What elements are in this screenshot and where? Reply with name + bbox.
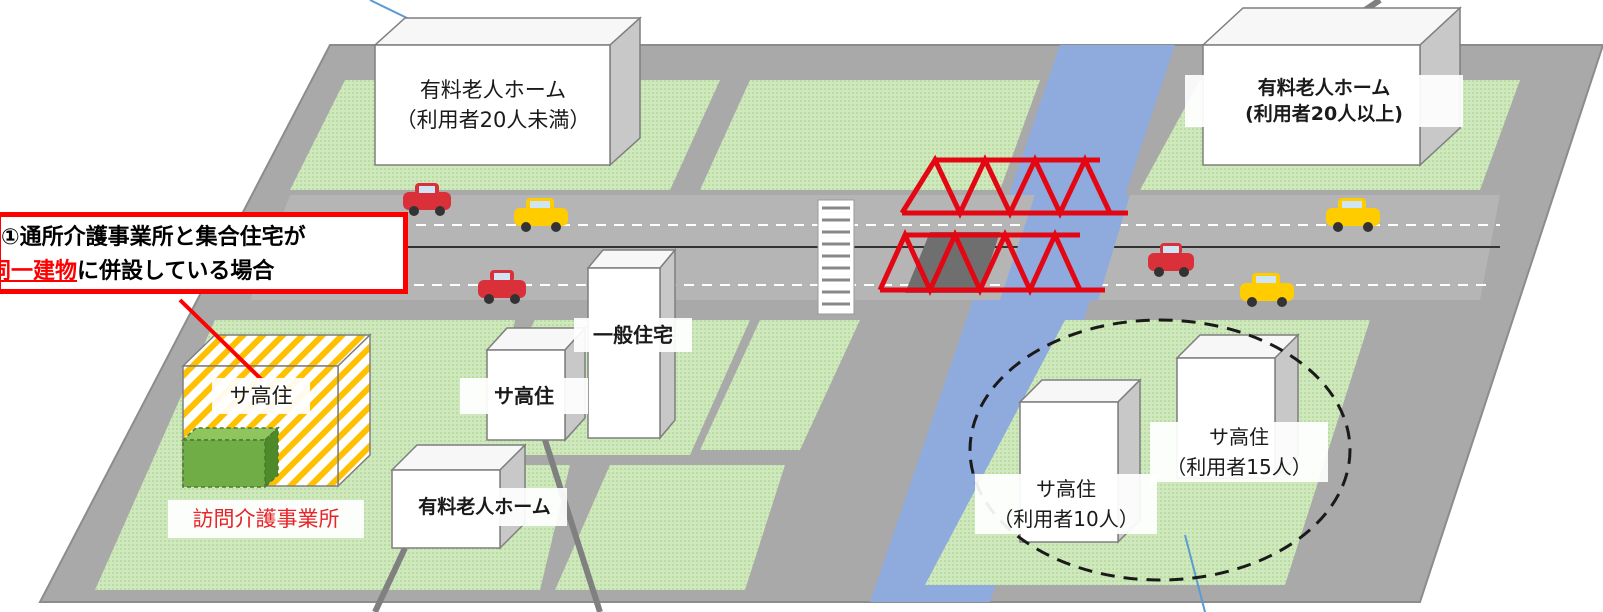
label-yuryo-large-line2: (利用者20人以上): [1245, 103, 1403, 125]
label-sakoju-10-line2: （利用者10人）: [993, 507, 1139, 531]
label-yuryo-center-text: 有料老人ホーム: [418, 496, 551, 518]
callout-line2: 同一建物に併設している場合: [1, 255, 403, 289]
car-yellow: [1240, 273, 1294, 307]
callout-box: ①通所介護事業所と集合住宅が 同一建物に併設している場合: [0, 212, 408, 294]
lot: [700, 320, 860, 450]
label-sakoju-10: サ高住 （利用者10人）: [975, 474, 1157, 534]
callout-line1: ①通所介護事業所と集合住宅が: [1, 225, 306, 250]
label-yuryo-small-line2: （利用者20人未満）: [395, 108, 591, 132]
bridge: [877, 154, 1128, 297]
lot: [555, 465, 785, 590]
label-yuryo-small-line1: 有料老人ホーム: [419, 78, 567, 102]
building-ippan-jutaku: [586, 247, 677, 441]
label-sakoju-15: サ高住 （利用者15人）: [1150, 422, 1328, 482]
crosswalk: [817, 199, 855, 315]
label-sakoju-hatched-text: サ高住: [229, 384, 293, 408]
callout-connector: [178, 298, 264, 382]
car-red: [1148, 243, 1194, 277]
label-houmon-kaigo-text: 訪問介護事業所: [192, 507, 340, 531]
group-circle: [968, 318, 1352, 582]
label-yuryo-large: 有料老人ホーム (利用者20人以上): [1185, 75, 1463, 127]
callout-highlight: 同一建物: [1, 259, 78, 284]
car-red: [403, 183, 451, 216]
label-yuryo-large-line1: 有料老人ホーム: [1257, 77, 1391, 99]
label-ippan-jutaku: 一般住宅: [574, 318, 692, 352]
label-houmon-kaigo: 訪問介護事業所: [168, 500, 364, 538]
label-ippan-jutaku-text: 一般住宅: [593, 323, 673, 347]
label-sakoju-15-line1: サ高住: [1209, 425, 1269, 449]
label-sakoju-center-text: サ高住: [494, 384, 554, 408]
label-sakoju-10-line1: サ高住: [1036, 477, 1096, 501]
callout-line2-rest: に併設している場合: [77, 259, 275, 284]
label-sakoju-hatched: サ高住: [212, 378, 310, 414]
car-red: [478, 270, 526, 304]
car-yellow: [514, 198, 568, 232]
label-sakoju-center: サ高住: [460, 378, 588, 414]
label-yuryo-small: 有料老人ホーム （利用者20人未満）: [384, 75, 602, 135]
label-sakoju-15-line2: （利用者15人）: [1166, 455, 1312, 479]
car-yellow: [1326, 198, 1380, 232]
office-box: [181, 426, 280, 489]
label-yuryo-center: 有料老人ホーム: [402, 488, 567, 526]
